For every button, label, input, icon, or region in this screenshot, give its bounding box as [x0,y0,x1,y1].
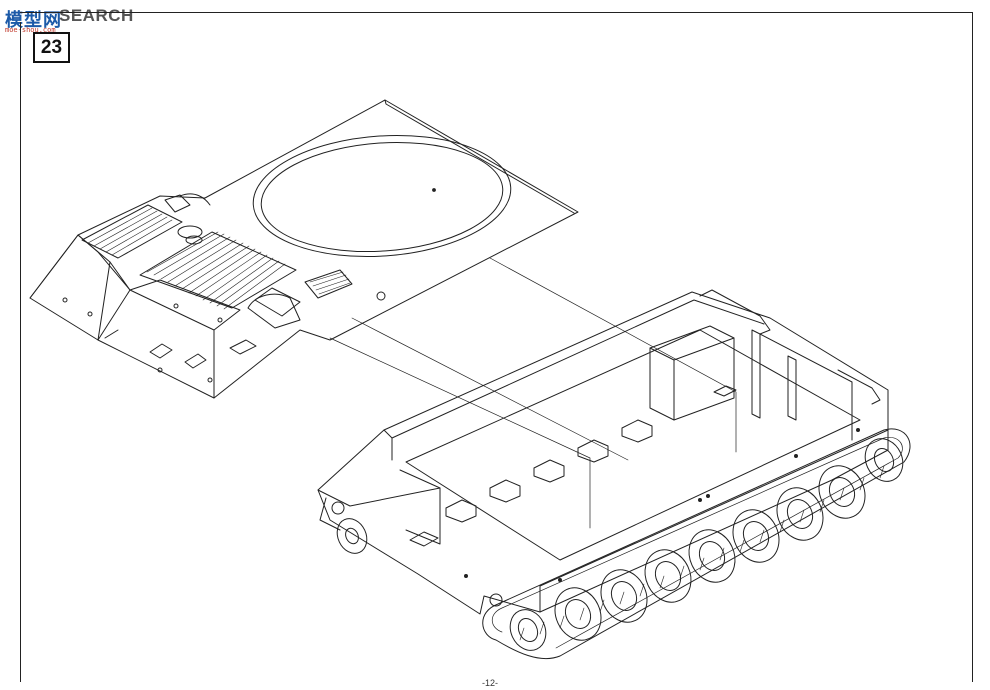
road-wheels [509,438,904,651]
step-number-box: 23 [33,32,70,63]
watermark-logo: 模型网 SEARCH moe-shou.com [2,2,172,38]
upper-hull-plate [29,99,579,399]
watermark-en: SEARCH [59,6,134,25]
alignment-lines [329,257,737,529]
lower-hull-tracked [317,289,889,615]
track-assembly [336,428,911,660]
page-number: -12- [482,678,499,688]
page-border [20,12,973,682]
step-number: 23 [40,36,63,58]
watermark-cn: 模型网 [5,10,62,31]
watermark-url: moe-shou.com [5,26,56,34]
page-border-left [20,22,21,682]
